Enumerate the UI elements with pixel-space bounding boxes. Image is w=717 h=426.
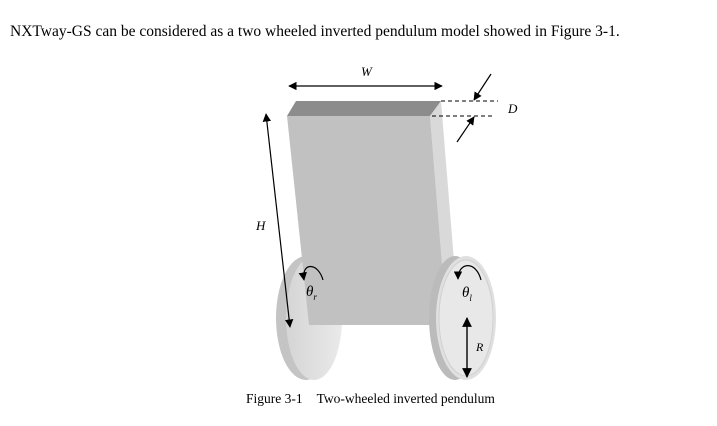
theta-r-rotation-arrow — [298, 265, 324, 281]
height-arrow — [262, 113, 294, 328]
radius-label: R — [475, 340, 484, 354]
figure-caption: Figure 3-1 Two-wheeled inverted pendulum — [246, 391, 495, 407]
body-front-face — [287, 116, 447, 325]
figure-number: Figure 3-1 — [246, 391, 303, 406]
depth-label: D — [507, 101, 518, 116]
theta-l-label: θl — [462, 285, 472, 303]
theta-l-rotation-arrow — [453, 265, 482, 281]
left-wheel — [429, 256, 496, 380]
height-label: H — [255, 218, 266, 233]
theta-r-label: θr — [306, 284, 317, 302]
body-top-face — [287, 101, 441, 116]
width-label: W — [361, 64, 373, 79]
intro-paragraph: NXTway-GS can be considered as a two whe… — [10, 23, 620, 40]
depth-arrow-bottom — [456, 116, 475, 143]
depth-arrow-top — [473, 73, 492, 101]
figure-title: Two-wheeled inverted pendulum — [316, 391, 495, 406]
